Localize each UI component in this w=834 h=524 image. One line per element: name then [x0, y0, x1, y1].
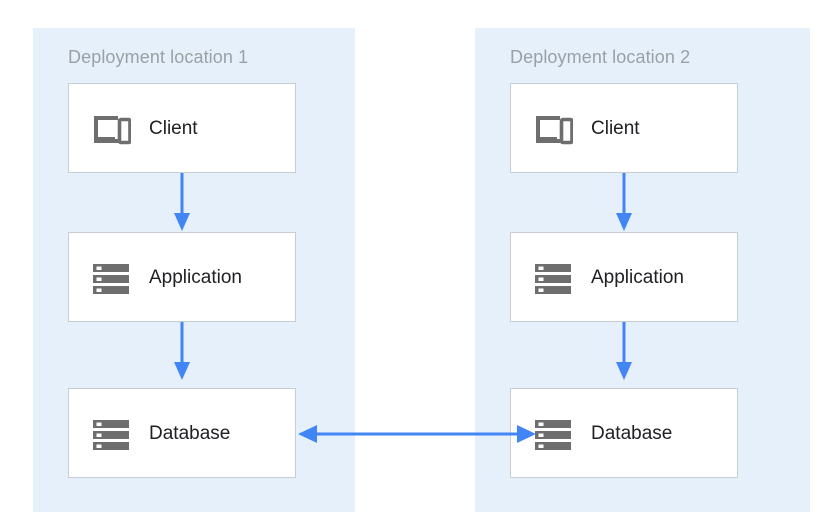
deployment-location-2-panel: Deployment location 2 Client [475, 28, 810, 512]
arrow-client-to-application-2 [616, 173, 632, 231]
node-client-2[interactable]: Client [510, 83, 738, 173]
node-client-2-label: Client [591, 117, 640, 139]
node-database-1-label: Database [149, 422, 231, 444]
node-application-2-label: Application [591, 266, 684, 288]
arrow-application-to-database-2 [616, 322, 632, 380]
node-database-1[interactable]: Database [68, 388, 296, 478]
node-client-1[interactable]: Client [68, 83, 296, 173]
deployment-location-1-title: Deployment location 1 [68, 47, 249, 67]
server-stack-icon [93, 420, 129, 450]
devices-icon [536, 116, 573, 145]
arrow-client-to-application-1 [174, 173, 190, 231]
node-application-1[interactable]: Application [68, 232, 296, 322]
deployment-location-1-panel: Deployment location 1 Client [33, 28, 355, 512]
node-client-1-label: Client [149, 117, 198, 139]
node-database-2-label: Database [591, 422, 673, 444]
node-application-2[interactable]: Application [510, 232, 738, 322]
node-database-2[interactable]: Database [510, 388, 738, 478]
server-stack-icon [535, 264, 571, 294]
server-stack-icon [93, 264, 129, 294]
server-stack-icon [535, 420, 571, 450]
node-application-1-label: Application [149, 266, 242, 288]
devices-icon [94, 116, 131, 145]
deployment-location-2-title: Deployment location 2 [510, 47, 691, 67]
arrow-database-replication-bidirectional [298, 425, 536, 443]
arrow-application-to-database-1 [174, 322, 190, 380]
